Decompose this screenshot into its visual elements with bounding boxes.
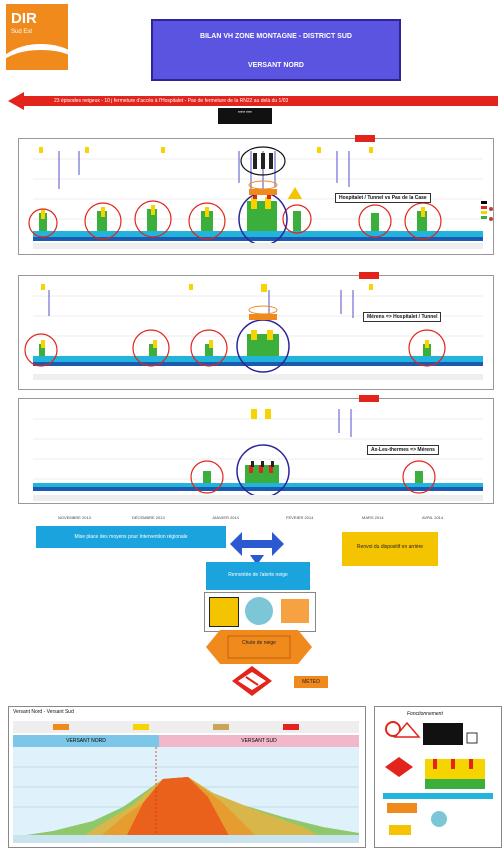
chart-2-label: Mérens => Hospitalet / Tunnel [363, 312, 442, 322]
banner-arrow-icon [8, 92, 24, 110]
info-icon [245, 597, 273, 625]
title-line-2: VERSANT NORD [247, 62, 304, 69]
diamond-label: Chute de neige [242, 640, 276, 646]
yellow-note: Renvoi du dispositif en arrière [342, 532, 438, 566]
altitude-profile-svg [13, 747, 359, 843]
warning-sign-icon [287, 187, 303, 199]
chart-panel-1: Hospitalet / Tunnel vs Pas de la Case [18, 135, 494, 255]
activity-spikes [39, 201, 427, 231]
chart-panel-2: Mérens => Hospitalet / Tunnel [18, 272, 494, 390]
profile-title: Versant Nord - Versant Sud [13, 709, 74, 715]
equipment-icon [281, 599, 309, 623]
chart-3-label: Ax-Les-thermes => Mérens [367, 445, 439, 455]
flow-box: Remontée de l'alerte neige [206, 562, 310, 590]
logo-subtext: Sud Est [11, 29, 33, 35]
summary-banner: 23 épisodes neigeux - 10 j fermeture d'a… [22, 96, 498, 106]
chart-1-svg [28, 146, 493, 249]
mini-diagram-svg [383, 721, 493, 835]
versant-nord-header: VERSANT NORD [13, 735, 159, 747]
chart-1-label: Hospitalet / Tunnel vs Pas de la Case [335, 193, 431, 203]
month-label: NOVEMBRE 2013 [58, 515, 91, 520]
mini-diagram-panel: Fonctionnement [374, 706, 502, 848]
month-label: MARS 2014 [362, 515, 384, 520]
month-label: FÉVRIER 2014 [286, 515, 314, 520]
page-title: BILAN VH ZONE MONTAGNE - DISTRICT SUD VE… [151, 19, 401, 81]
chart-2-svg [24, 284, 483, 380]
title-line-1: BILAN VH ZONE MONTAGNE - DISTRICT SUD [200, 33, 352, 40]
month-label: AVRIL 2014 [422, 515, 444, 520]
red-marker [359, 272, 379, 279]
decision-diamond [206, 630, 312, 664]
logo-swoosh-icon [6, 44, 68, 70]
month-label: JANVIER 2014 [212, 515, 239, 520]
alert-icons-strip [204, 592, 316, 632]
red-marker [355, 135, 375, 142]
snow-warning-icon [209, 597, 239, 627]
meteo-tag: METEO [294, 676, 328, 688]
red-marker [359, 395, 379, 402]
altitude-profile-panel: Versant Nord - Versant Sud VERSANT NORD … [8, 706, 366, 848]
cyan-note: Mise place des moyens pour Intervention … [36, 526, 226, 548]
month-label: DÉCEMBRE 2013 [132, 515, 165, 520]
versant-sud-header: VERSANT SUD [159, 735, 359, 747]
chart-3-svg [33, 409, 483, 501]
chart-panel-3: Ax-Les-thermes => Mérens [18, 395, 494, 504]
baseline-band [33, 231, 483, 241]
chart-1-header-note: ▪▪▪▪▪ ▪▪▪▪ [218, 108, 272, 124]
highlight-circles [28, 200, 442, 240]
hazard-sign-icon [232, 666, 272, 696]
profile-legend [13, 721, 359, 733]
dir-logo: DIR Sud Est [6, 4, 68, 70]
mini-title: Fonctionnement [407, 711, 443, 717]
double-arrow-icon [230, 532, 284, 556]
logo-text: DIR [11, 10, 37, 27]
